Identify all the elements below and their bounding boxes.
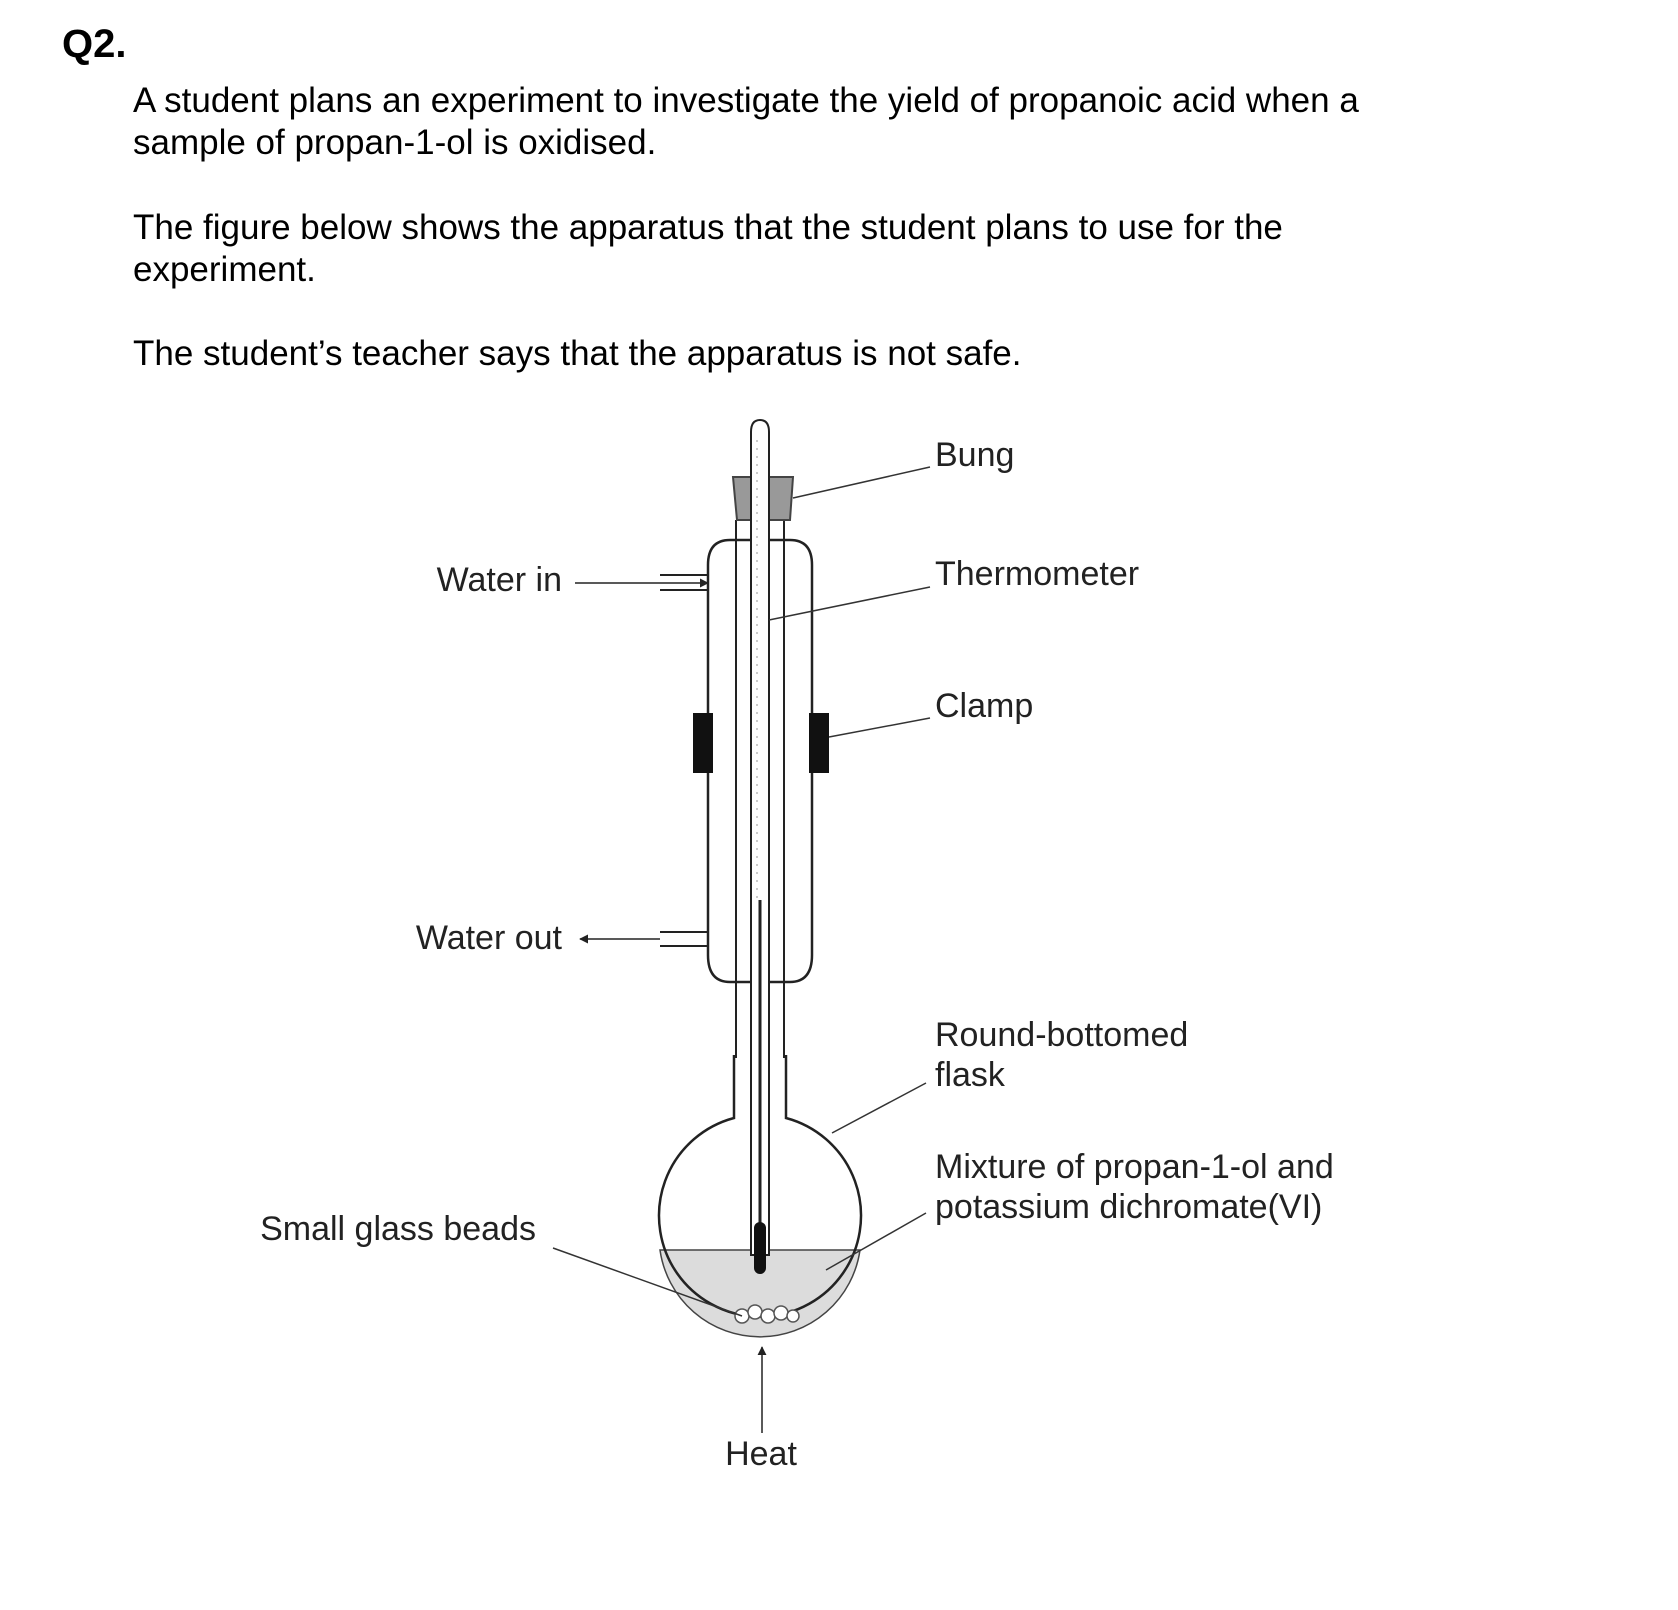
condenser-inner-tube xyxy=(735,520,785,1058)
label-heat: Heat xyxy=(725,1435,797,1473)
text-line: sample of propan-1-ol is oxidised. xyxy=(133,123,657,162)
label-leader-lines xyxy=(552,466,931,1317)
text-line: A student plans an experiment to investi… xyxy=(133,81,1359,120)
text-line: The student’s teacher says that the appa… xyxy=(133,334,1022,373)
question-intro-paragraph: A student plans an experiment to investi… xyxy=(133,80,1633,164)
label-mixture-line: Mixture of propan-1-ol and xyxy=(935,1148,1334,1186)
text-line: The figure below shows the apparatus tha… xyxy=(133,208,1283,247)
label-water-in: Water in xyxy=(437,561,562,599)
clamp-right xyxy=(809,713,829,773)
text-line: experiment. xyxy=(133,250,316,289)
label-clamp: Clamp xyxy=(935,687,1033,725)
reaction-mixture-liquid xyxy=(659,1249,861,1338)
thermometer xyxy=(750,418,770,1256)
water-pipes xyxy=(660,574,708,947)
label-flask: Round-bottomed flask xyxy=(935,1016,1198,1094)
label-thermometer: Thermometer xyxy=(935,555,1139,593)
label-glass-beads: Small glass beads xyxy=(260,1210,536,1248)
teacher-statement-paragraph: The student’s teacher says that the appa… xyxy=(133,333,1633,375)
label-water-out: Water out xyxy=(416,919,563,957)
figure-description-paragraph: The figure below shows the apparatus tha… xyxy=(133,207,1633,291)
label-flask-line: flask xyxy=(935,1056,1006,1094)
label-mixture: Mixture of propan-1-ol and potassium dic… xyxy=(935,1148,1343,1226)
label-bung: Bung xyxy=(935,436,1014,474)
thermometer-bulb xyxy=(754,1222,766,1274)
clamp-left xyxy=(693,713,713,773)
question-number: Q2. xyxy=(62,22,127,66)
label-mixture-line: potassium dichromate(VI) xyxy=(935,1188,1322,1226)
label-flask-line: Round-bottomed xyxy=(935,1016,1188,1054)
